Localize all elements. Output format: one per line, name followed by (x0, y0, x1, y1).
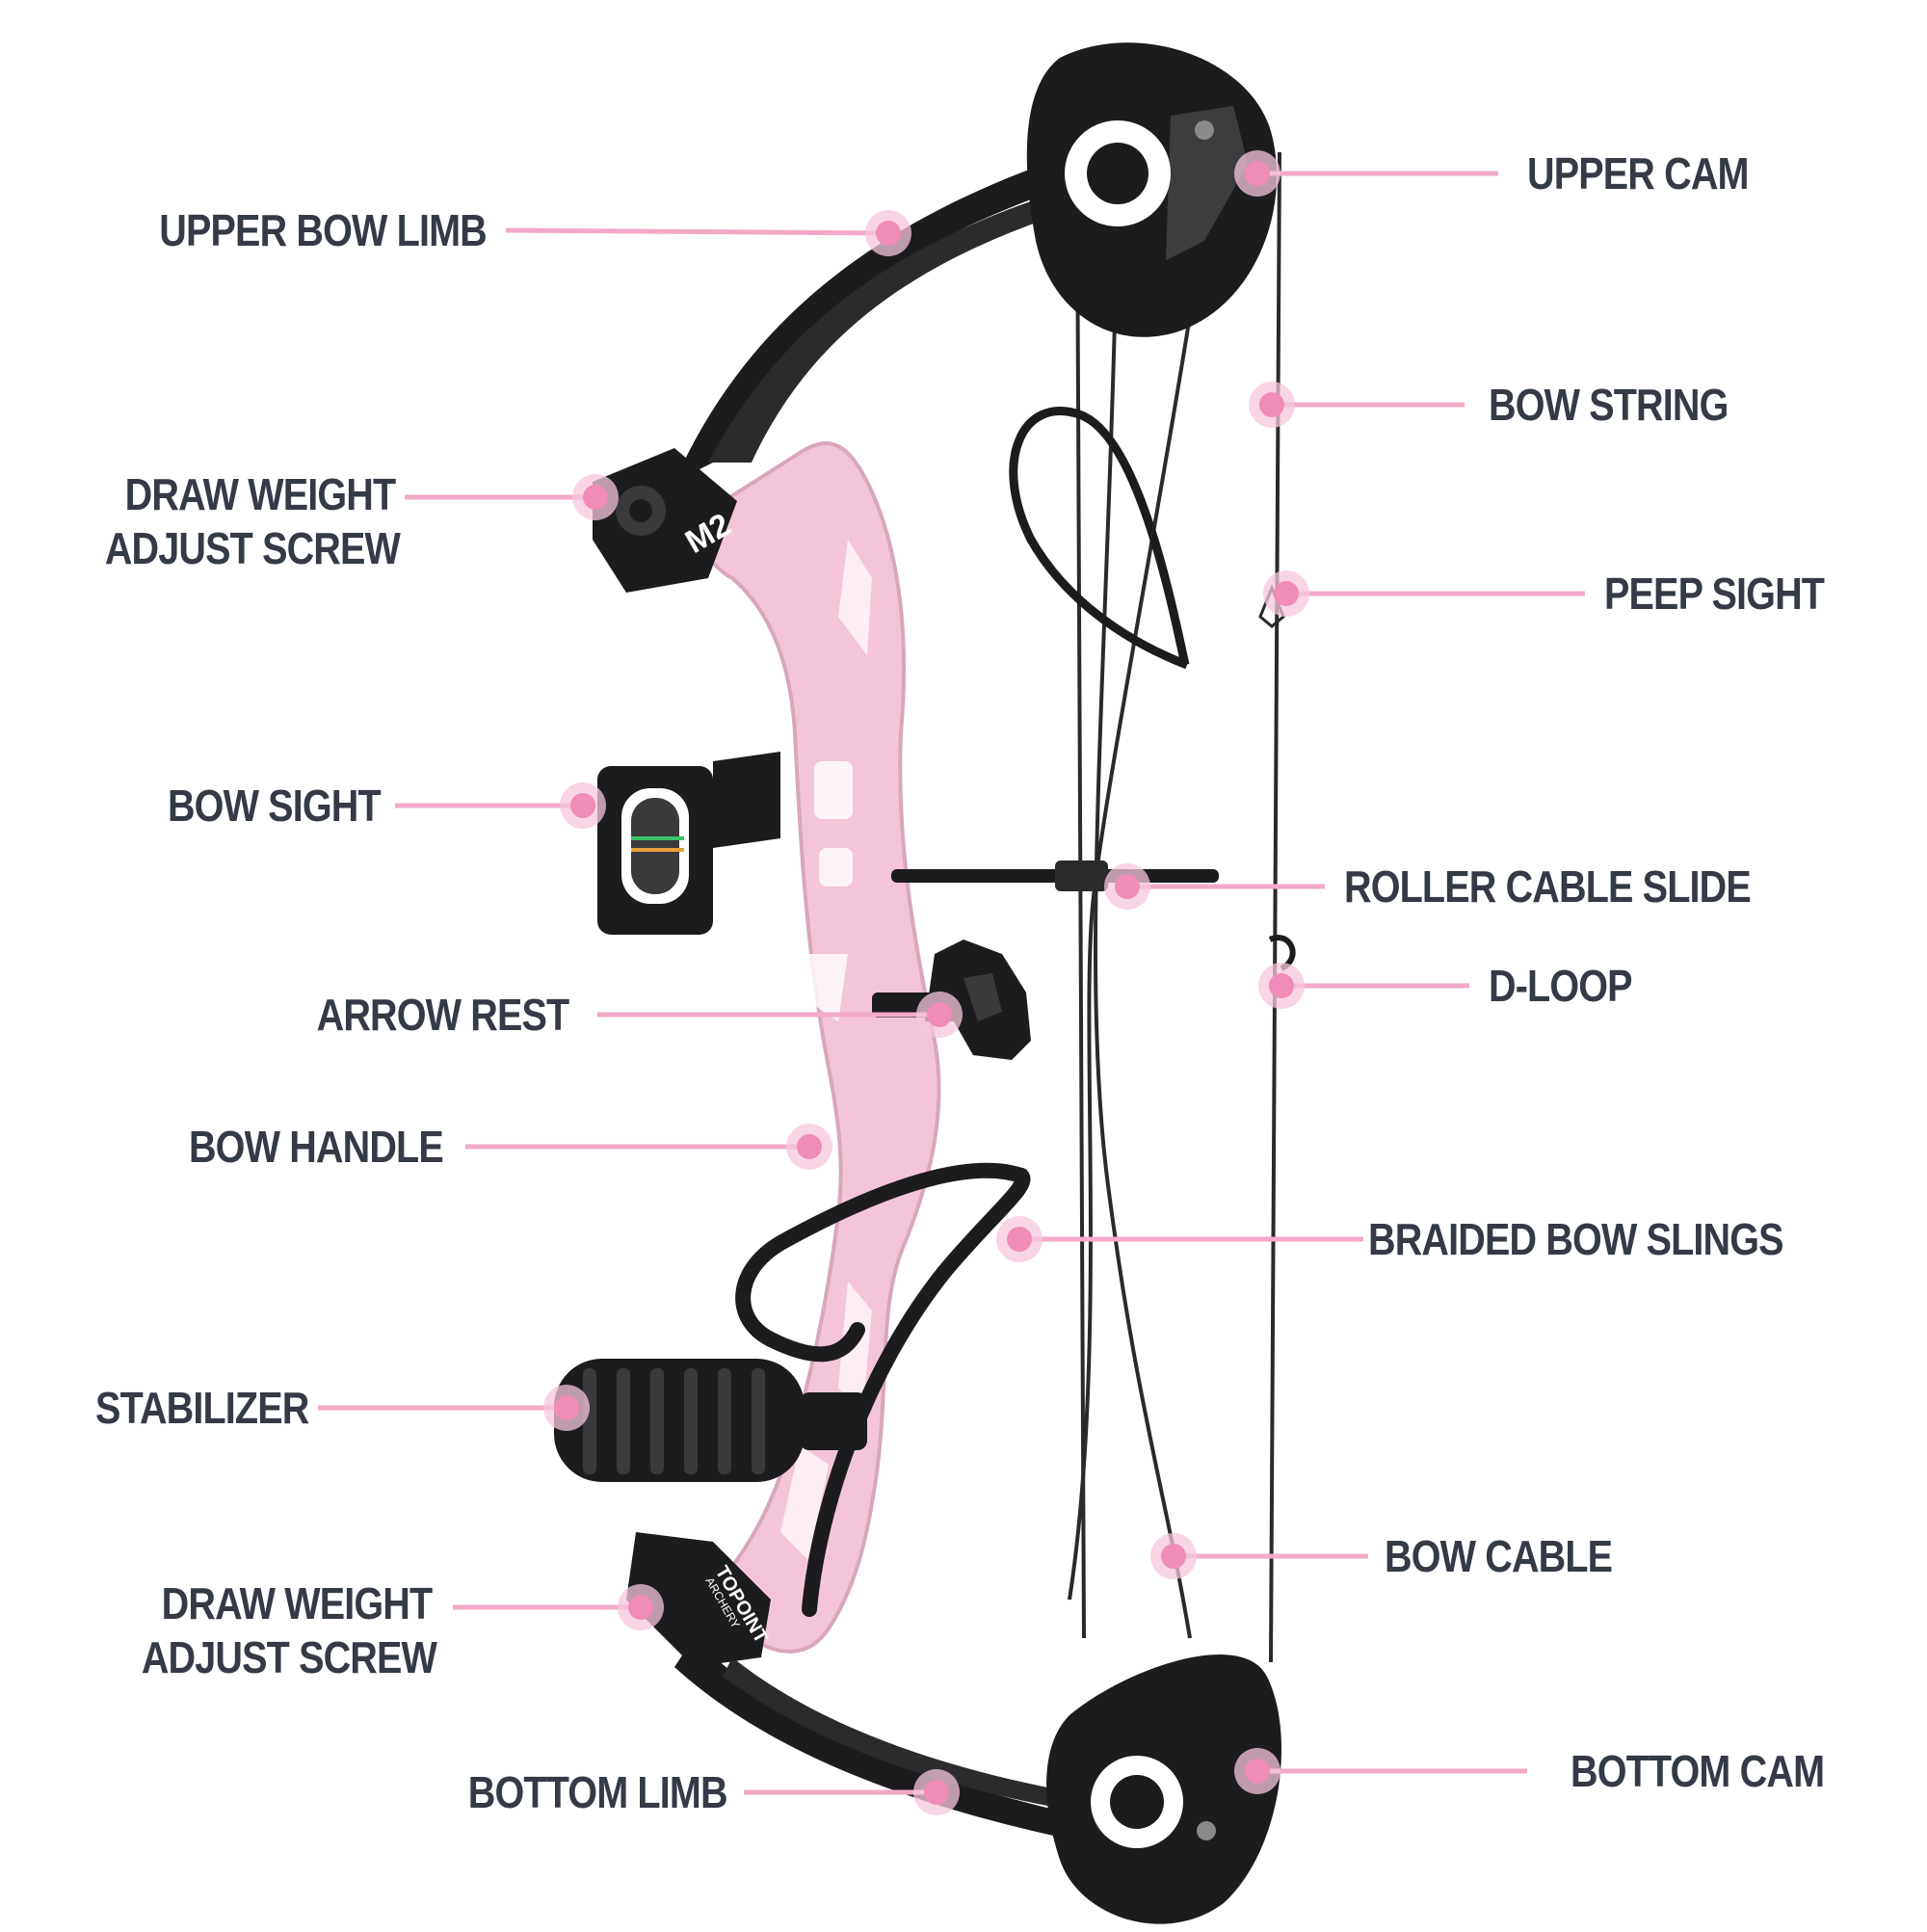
peep-sight-tube (1009, 407, 1190, 670)
label-draw-weight-top-line2: ADJUST SCREW (104, 523, 401, 573)
marker-bow-cable (1150, 1533, 1197, 1579)
marker-roller-cable-slide (1104, 863, 1150, 910)
label-braided-bow-slings: BRAIDED BOW SLINGS (1368, 1214, 1784, 1264)
part-markers (543, 150, 1309, 1815)
marker-peep-sight (1263, 570, 1309, 617)
label-draw-weight-top-line1: DRAW WEIGHT (124, 469, 395, 519)
marker-arrow-rest (916, 992, 963, 1038)
marker-upper-bow-limb (865, 210, 911, 256)
marker-bow-string (1249, 382, 1295, 428)
bow-handle (691, 441, 941, 1654)
label-bow-handle: BOW HANDLE (189, 1122, 444, 1172)
label-draw-weight-bottom-line2: ADJUST SCREW (141, 1632, 437, 1682)
label-stabilizer: STABILIZER (94, 1383, 309, 1433)
marker-draw-weight-top (572, 474, 619, 520)
marker-stabilizer (543, 1385, 590, 1431)
bow-sight (597, 752, 780, 935)
label-roller-cable-slide: ROLLER CABLE SLIDE (1344, 861, 1752, 912)
label-draw-weight-bottom-line1: DRAW WEIGHT (161, 1578, 432, 1628)
marker-draw-weight-bottom (618, 1584, 664, 1630)
arrow-rest (872, 940, 1031, 1060)
upper-cam (1026, 42, 1278, 337)
marker-bottom-limb (913, 1769, 960, 1815)
braided-bow-sling (735, 1162, 1031, 1617)
leader-lines (318, 171, 1585, 1795)
bottom-cam (1046, 1654, 1281, 1924)
marker-bow-sight (560, 782, 606, 829)
marker-upper-cam (1234, 150, 1280, 197)
label-peep-sight: PEEP SIGHT (1604, 569, 1825, 619)
label-bow-sight: BOW SIGHT (168, 781, 382, 831)
marker-d-loop (1258, 963, 1305, 1009)
label-d-loop: D-LOOP (1489, 961, 1633, 1011)
label-upper-cam: UPPER CAM (1527, 148, 1750, 198)
label-bottom-cam: BOTTOM CAM (1571, 1746, 1825, 1796)
marker-bottom-cam (1234, 1748, 1280, 1794)
draw-weight-adjust-screw-top: M2 (593, 448, 737, 593)
label-bow-string: BOW STRING (1489, 380, 1729, 430)
marker-bow-handle (786, 1124, 832, 1170)
bow-cable (1068, 192, 1211, 1639)
stabilizer (554, 1359, 867, 1482)
label-bow-cable: BOW CABLE (1385, 1531, 1613, 1581)
bow-string (1258, 151, 1285, 1663)
marker-braided-bow-slings (996, 1216, 1043, 1262)
label-upper-bow-limb: UPPER BOW LIMB (159, 205, 487, 255)
label-bottom-limb: BOTTOM LIMB (468, 1767, 728, 1817)
label-arrow-rest: ARROW REST (316, 990, 569, 1040)
